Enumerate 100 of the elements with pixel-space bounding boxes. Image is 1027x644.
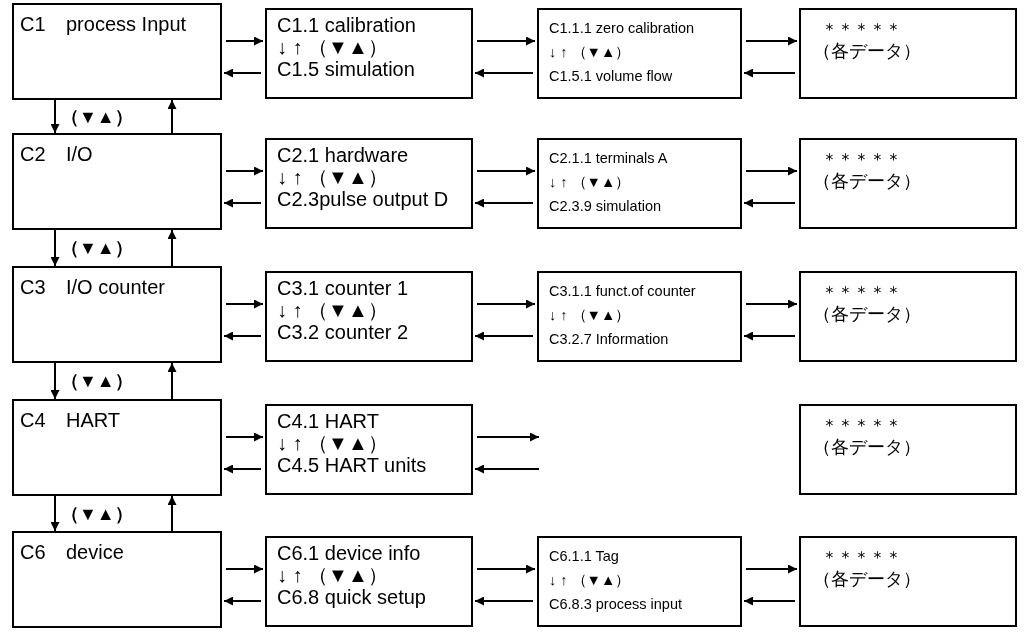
arrow xyxy=(50,362,60,400)
arrow xyxy=(225,166,264,176)
arrow xyxy=(50,99,60,134)
arrow xyxy=(743,198,796,208)
arrow xyxy=(476,299,536,309)
menu-box xyxy=(265,8,473,99)
arrow xyxy=(50,495,60,532)
navigation-hint: ↓ ↑ （▼▲） xyxy=(277,564,389,586)
navigation-hint: ↓ ↑ （▼▲） xyxy=(549,173,632,192)
menu-code: C6 xyxy=(20,541,46,564)
navigation-hint: ↓ ↑ （▼▲） xyxy=(277,299,389,321)
data-display-field xyxy=(799,138,1017,229)
menu-box xyxy=(265,536,473,627)
arrow xyxy=(167,362,177,400)
arrow xyxy=(223,331,262,341)
arrow xyxy=(476,432,540,442)
navigation-hint: ↓ ↑ （▼▲） xyxy=(277,36,389,58)
navigation-hint: ↓ ↑ （▼▲） xyxy=(549,306,632,325)
menu-item: C2.3pulse output D xyxy=(277,188,450,210)
menu-item: C2.3.9 simulation xyxy=(549,197,663,216)
menu-box xyxy=(12,3,222,100)
arrow xyxy=(476,564,536,574)
data-note: （各データ） xyxy=(813,170,922,192)
menu-box xyxy=(537,271,742,362)
arrow xyxy=(476,36,536,46)
arrow xyxy=(474,331,534,341)
data-display-field xyxy=(799,404,1017,495)
masked-value: ＊＊＊＊＊ xyxy=(821,18,902,40)
menu-item: C2.1.1 terminals A xyxy=(549,149,669,168)
arrow xyxy=(745,166,798,176)
menu-item: C1.1.1 zero calibration xyxy=(549,19,696,38)
data-display-field xyxy=(799,536,1017,627)
menu-box xyxy=(12,133,222,230)
menu-code: C2 xyxy=(20,143,46,166)
arrow xyxy=(745,36,798,46)
arrow xyxy=(223,198,262,208)
menu-item: C3.1 counter 1 xyxy=(277,277,410,299)
menu-item: C3.2 counter 2 xyxy=(277,321,410,343)
menu-item: C1.1 calibration xyxy=(277,14,417,36)
menu-box xyxy=(12,531,222,628)
arrow xyxy=(50,229,60,267)
menu-box xyxy=(265,138,473,229)
arrow xyxy=(476,166,536,176)
menu-box xyxy=(12,399,222,496)
arrow xyxy=(167,495,177,532)
menu-title: device xyxy=(66,541,124,564)
menu-title: HART xyxy=(66,409,121,432)
arrow xyxy=(225,36,264,46)
menu-item: C6.8.3 process input xyxy=(549,595,683,614)
menu-box xyxy=(537,138,742,229)
arrow xyxy=(223,68,262,78)
navigation-hint: ↓ ↑ （▼▲） xyxy=(549,571,632,590)
arrow xyxy=(167,99,177,134)
arrow xyxy=(745,299,798,309)
menu-title: I/O xyxy=(66,143,93,166)
arrow xyxy=(167,229,177,267)
arrow xyxy=(474,596,534,606)
arrow xyxy=(745,564,798,574)
masked-value: ＊＊＊＊＊ xyxy=(821,414,902,436)
menu-item: C3.2.7 Information xyxy=(549,330,670,349)
menu-item: C6.8 quick setup xyxy=(277,586,427,608)
masked-value: ＊＊＊＊＊ xyxy=(821,546,902,568)
arrow xyxy=(474,198,534,208)
menu-item: C6.1.1 Tag xyxy=(549,547,620,566)
menu-item: C3.1.1 funct.of counter xyxy=(549,282,697,301)
data-note: （各データ） xyxy=(813,568,922,590)
menu-item: C2.1 hardware xyxy=(277,144,410,166)
data-note: （各データ） xyxy=(813,303,922,325)
navigation-hint: ↓ ↑ （▼▲） xyxy=(277,166,389,188)
data-display-field xyxy=(799,8,1017,99)
data-display-field xyxy=(799,271,1017,362)
arrow xyxy=(743,596,796,606)
menu-box xyxy=(265,271,473,362)
menu-title: process Input xyxy=(66,13,187,36)
menu-title: I/O counter xyxy=(66,276,165,299)
menu-code: C4 xyxy=(20,409,46,432)
navigation-hint: ↓ ↑ （▼▲） xyxy=(277,432,389,454)
menu-item: C4.5 HART units xyxy=(277,454,428,476)
arrow xyxy=(225,299,264,309)
arrow xyxy=(743,68,796,78)
arrow xyxy=(225,564,264,574)
data-note: （各データ） xyxy=(813,436,922,458)
menu-box xyxy=(265,404,473,495)
menu-item: C6.1 device info xyxy=(277,542,422,564)
menu-box xyxy=(537,8,742,99)
menu-box xyxy=(537,536,742,627)
masked-value: ＊＊＊＊＊ xyxy=(821,281,902,303)
masked-value: ＊＊＊＊＊ xyxy=(821,148,902,170)
menu-box xyxy=(12,266,222,363)
arrow xyxy=(225,432,264,442)
arrow xyxy=(474,464,540,474)
menu-code: C3 xyxy=(20,276,46,299)
arrow xyxy=(223,464,262,474)
arrow xyxy=(223,596,262,606)
menu-item: C4.1 HART xyxy=(277,410,380,432)
menu-code: C1 xyxy=(20,13,46,36)
navigation-hint: ↓ ↑ （▼▲） xyxy=(549,43,632,62)
menu-item: C1.5.1 volume flow xyxy=(549,67,674,86)
arrow xyxy=(474,68,534,78)
menu-item: C1.5 simulation xyxy=(277,58,416,80)
